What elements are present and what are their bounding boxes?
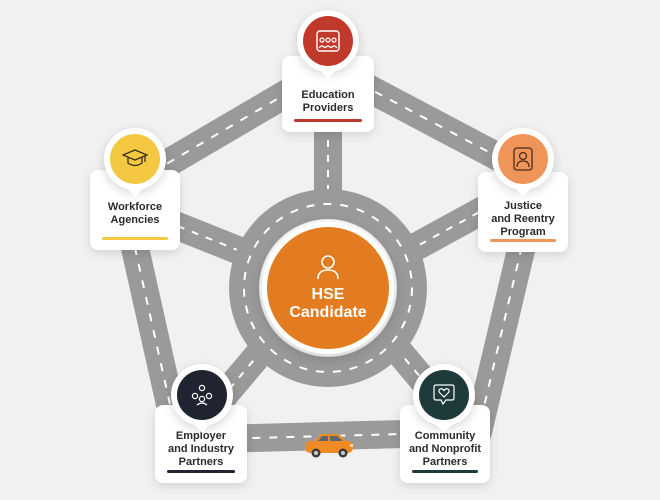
pin-workforce: [104, 128, 166, 197]
pin-employer: [171, 364, 233, 433]
justice-label-line2: and Reentry: [491, 212, 555, 225]
community-label-line3: Partners: [422, 455, 468, 468]
justice-label-line1: Justice: [504, 199, 542, 212]
community-label-line2: and Nonprofit: [408, 442, 482, 455]
workforce-disc: [110, 134, 160, 184]
network-people-icon: [191, 384, 213, 406]
roundabout-markings: [243, 203, 413, 373]
education-label-line2: Providers: [302, 102, 354, 114]
group-icon: [316, 30, 340, 52]
employer-disc: [177, 370, 227, 420]
employer-label-line3: Partners: [178, 455, 224, 468]
person-icon: [317, 255, 339, 280]
center-hse-candidate: HSE Candidate: [262, 222, 394, 354]
pin-justice: [492, 128, 554, 197]
employer-underline: [167, 470, 235, 473]
heart-chat-icon: [433, 384, 455, 406]
education-disc: [303, 16, 353, 66]
education-underline: [294, 119, 362, 122]
center-title-line2: Candidate: [289, 304, 367, 321]
workforce-label-line2: Agencies: [110, 214, 160, 226]
education-label-line1: Education: [301, 89, 355, 101]
pin-education: [297, 10, 359, 79]
graduation-cap-icon: [122, 149, 148, 167]
community-disc: [419, 370, 469, 420]
person-badge-icon: [513, 147, 533, 171]
pin-community: [413, 364, 475, 433]
car-icon: [305, 434, 353, 458]
justice-label-line3: Program: [500, 225, 546, 238]
community-label-line1: Community: [414, 429, 476, 442]
workforce-label-line1: Workforce: [107, 201, 163, 213]
justice-disc: [498, 134, 548, 184]
center-title-line1: HSE: [311, 286, 345, 303]
employer-label-line1: Employer: [175, 429, 227, 442]
employer-label-line2: and Industry: [167, 442, 234, 455]
justice-underline: [490, 239, 556, 242]
community-underline: [412, 470, 478, 473]
workforce-underline: [102, 237, 168, 240]
card-community-nonprofit: Community and Nonprofit Partners: [400, 405, 490, 483]
